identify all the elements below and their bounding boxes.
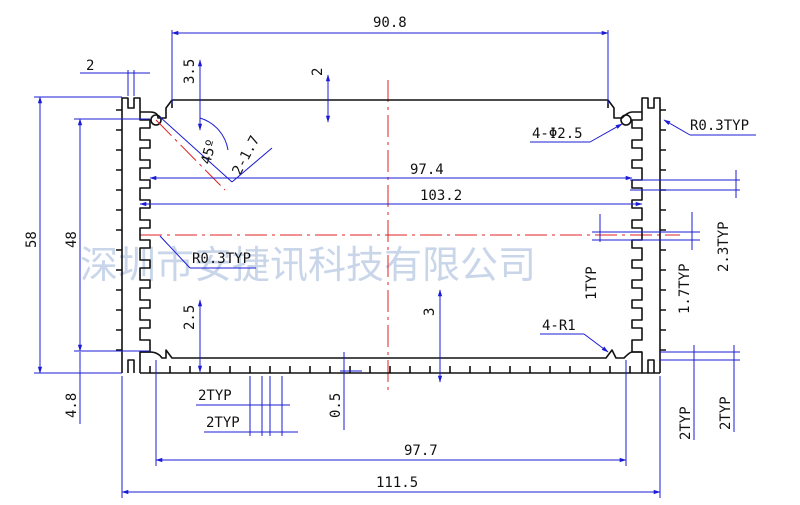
label-lip-3: 3 bbox=[422, 308, 438, 316]
label-fin-2typ-b: 2TYP bbox=[206, 415, 240, 431]
label-fin-2typ-right-a: 2TYP bbox=[678, 406, 694, 440]
top-plate bbox=[140, 99, 642, 119]
label-overall-height: 58 bbox=[24, 231, 40, 248]
bottom-edge-fins bbox=[149, 366, 631, 373]
label-wall-2-5: 2.5 bbox=[182, 305, 198, 330]
label-radius-left: R0.3TYP bbox=[192, 251, 251, 267]
label-slot-1-7: 1.7TYP bbox=[677, 263, 693, 314]
label-top-thickness: 3.5 bbox=[182, 59, 198, 84]
right-outer-fins bbox=[660, 109, 666, 351]
label-slot-2-3: 2.3TYP bbox=[716, 221, 732, 272]
left-finned-wall bbox=[121, 97, 151, 373]
leader-radius-left bbox=[159, 235, 191, 269]
label-base-height: 4.8 bbox=[64, 393, 80, 418]
label-chamfer: 2-1.7 bbox=[229, 133, 263, 178]
label-overall-width: 111.5 bbox=[376, 475, 418, 491]
hole-top-left bbox=[150, 114, 162, 126]
label-inner-width: 97.4 bbox=[410, 162, 444, 178]
label-slot-1: 1TYP bbox=[584, 266, 600, 300]
hole-top-right bbox=[620, 114, 632, 126]
leader-r1-arrow bbox=[583, 333, 609, 353]
angle-arc bbox=[199, 117, 229, 151]
label-fin-pitch-top: 2 bbox=[86, 58, 94, 74]
label-r1: 4-R1 bbox=[542, 318, 576, 334]
label-lid-gap: 2 bbox=[310, 68, 326, 76]
label-slot-width: 103.2 bbox=[420, 188, 462, 204]
label-bottom-offset: 0.5 bbox=[328, 393, 344, 418]
label-inner-height: 48 bbox=[64, 231, 80, 248]
label-fin-2typ-a: 2TYP bbox=[198, 388, 232, 404]
label-angle: 45º bbox=[198, 137, 220, 166]
bottom-plate bbox=[140, 349, 642, 359]
label-hole: 4-Φ2.5 bbox=[532, 126, 583, 142]
label-radius-right: R0.3TYP bbox=[690, 118, 749, 134]
label-top-width: 90.8 bbox=[373, 15, 407, 31]
leader-hole-arrow bbox=[589, 123, 623, 143]
left-outer-fins bbox=[116, 109, 122, 351]
label-bottom-inner-width: 97.7 bbox=[404, 443, 438, 459]
bottom-fins bbox=[127, 359, 660, 374]
diagonal-line-blue bbox=[159, 116, 233, 183]
leader-radius-right-arrow bbox=[663, 119, 691, 136]
watermark-text: 深圳市安捷讯科技有限公司 bbox=[80, 243, 536, 287]
label-fin-2typ-right-b: 2TYP bbox=[718, 396, 734, 430]
right-finned-wall bbox=[631, 97, 661, 373]
